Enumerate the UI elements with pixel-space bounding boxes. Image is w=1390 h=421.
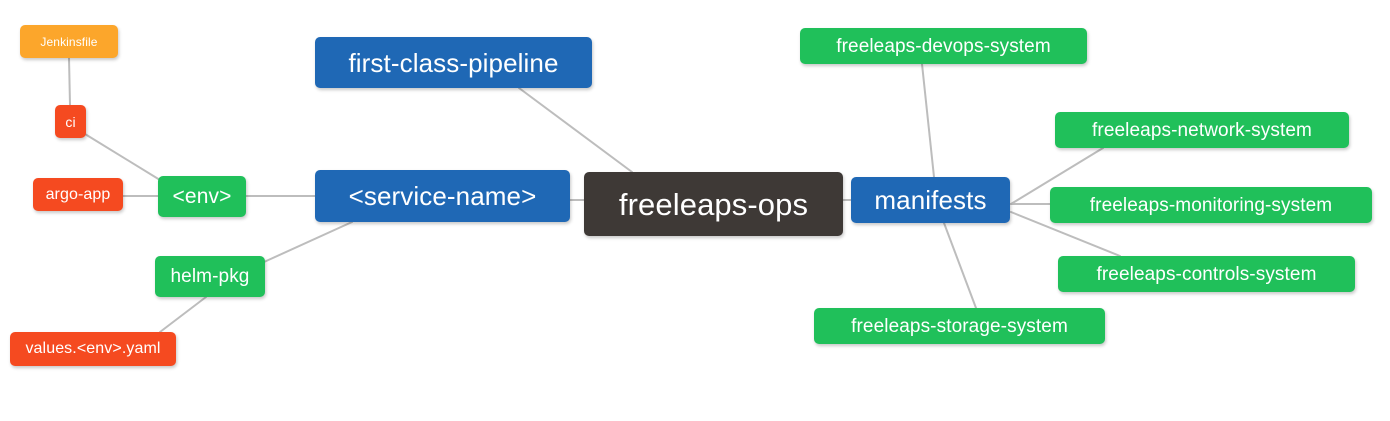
node-label: Jenkinsfile — [40, 34, 98, 49]
node-jenkinsfile[interactable]: Jenkinsfile — [20, 25, 118, 58]
edge-helm-pkg-to-service-name — [263, 221, 353, 263]
edge-first-class-pipeline-to-freeleaps-ops — [518, 87, 633, 173]
node-label: freeleaps-network-system — [1092, 119, 1312, 141]
node-label: freeleaps-monitoring-system — [1089, 194, 1333, 216]
node-label: values.<env>.yaml — [25, 340, 161, 357]
node-argo-app[interactable]: argo-app — [33, 178, 123, 211]
node-label: ci — [65, 113, 76, 130]
edge-manifests-to-devops-system — [921, 63, 935, 178]
node-label: <service-name> — [348, 181, 537, 211]
node-manifests[interactable]: manifests — [851, 177, 1010, 223]
node-label: freeleaps-controls-system — [1096, 263, 1317, 285]
node-monitoring-system[interactable]: freeleaps-monitoring-system — [1050, 187, 1372, 223]
node-label: manifests — [874, 185, 987, 215]
edge-ci-to-env — [84, 133, 161, 181]
node-first-class-pipeline[interactable]: first-class-pipeline — [315, 37, 592, 88]
edge-manifests-to-storage-system — [943, 222, 977, 309]
node-values-yaml[interactable]: values.<env>.yaml — [10, 332, 176, 366]
node-label: freeleaps-ops — [618, 186, 809, 222]
node-label: <env> — [172, 185, 232, 208]
node-controls-system[interactable]: freeleaps-controls-system — [1058, 256, 1355, 292]
node-label: helm-pkg — [170, 266, 250, 287]
edge-values-yaml-to-helm-pkg — [159, 296, 207, 333]
node-label: first-class-pipeline — [348, 47, 559, 78]
node-label: freeleaps-storage-system — [851, 315, 1068, 337]
node-env[interactable]: <env> — [158, 176, 246, 217]
node-ci[interactable]: ci — [55, 105, 86, 138]
node-helm-pkg[interactable]: helm-pkg — [155, 256, 265, 297]
node-service-name[interactable]: <service-name> — [315, 170, 570, 222]
node-devops-system[interactable]: freeleaps-devops-system — [800, 28, 1087, 64]
node-freeleaps-ops[interactable]: freeleaps-ops — [584, 172, 843, 236]
node-label: argo-app — [45, 185, 111, 203]
node-label: freeleaps-devops-system — [836, 35, 1051, 57]
edge-jenkinsfile-to-ci — [68, 57, 71, 106]
node-storage-system[interactable]: freeleaps-storage-system — [814, 308, 1105, 344]
node-network-system[interactable]: freeleaps-network-system — [1055, 112, 1349, 148]
